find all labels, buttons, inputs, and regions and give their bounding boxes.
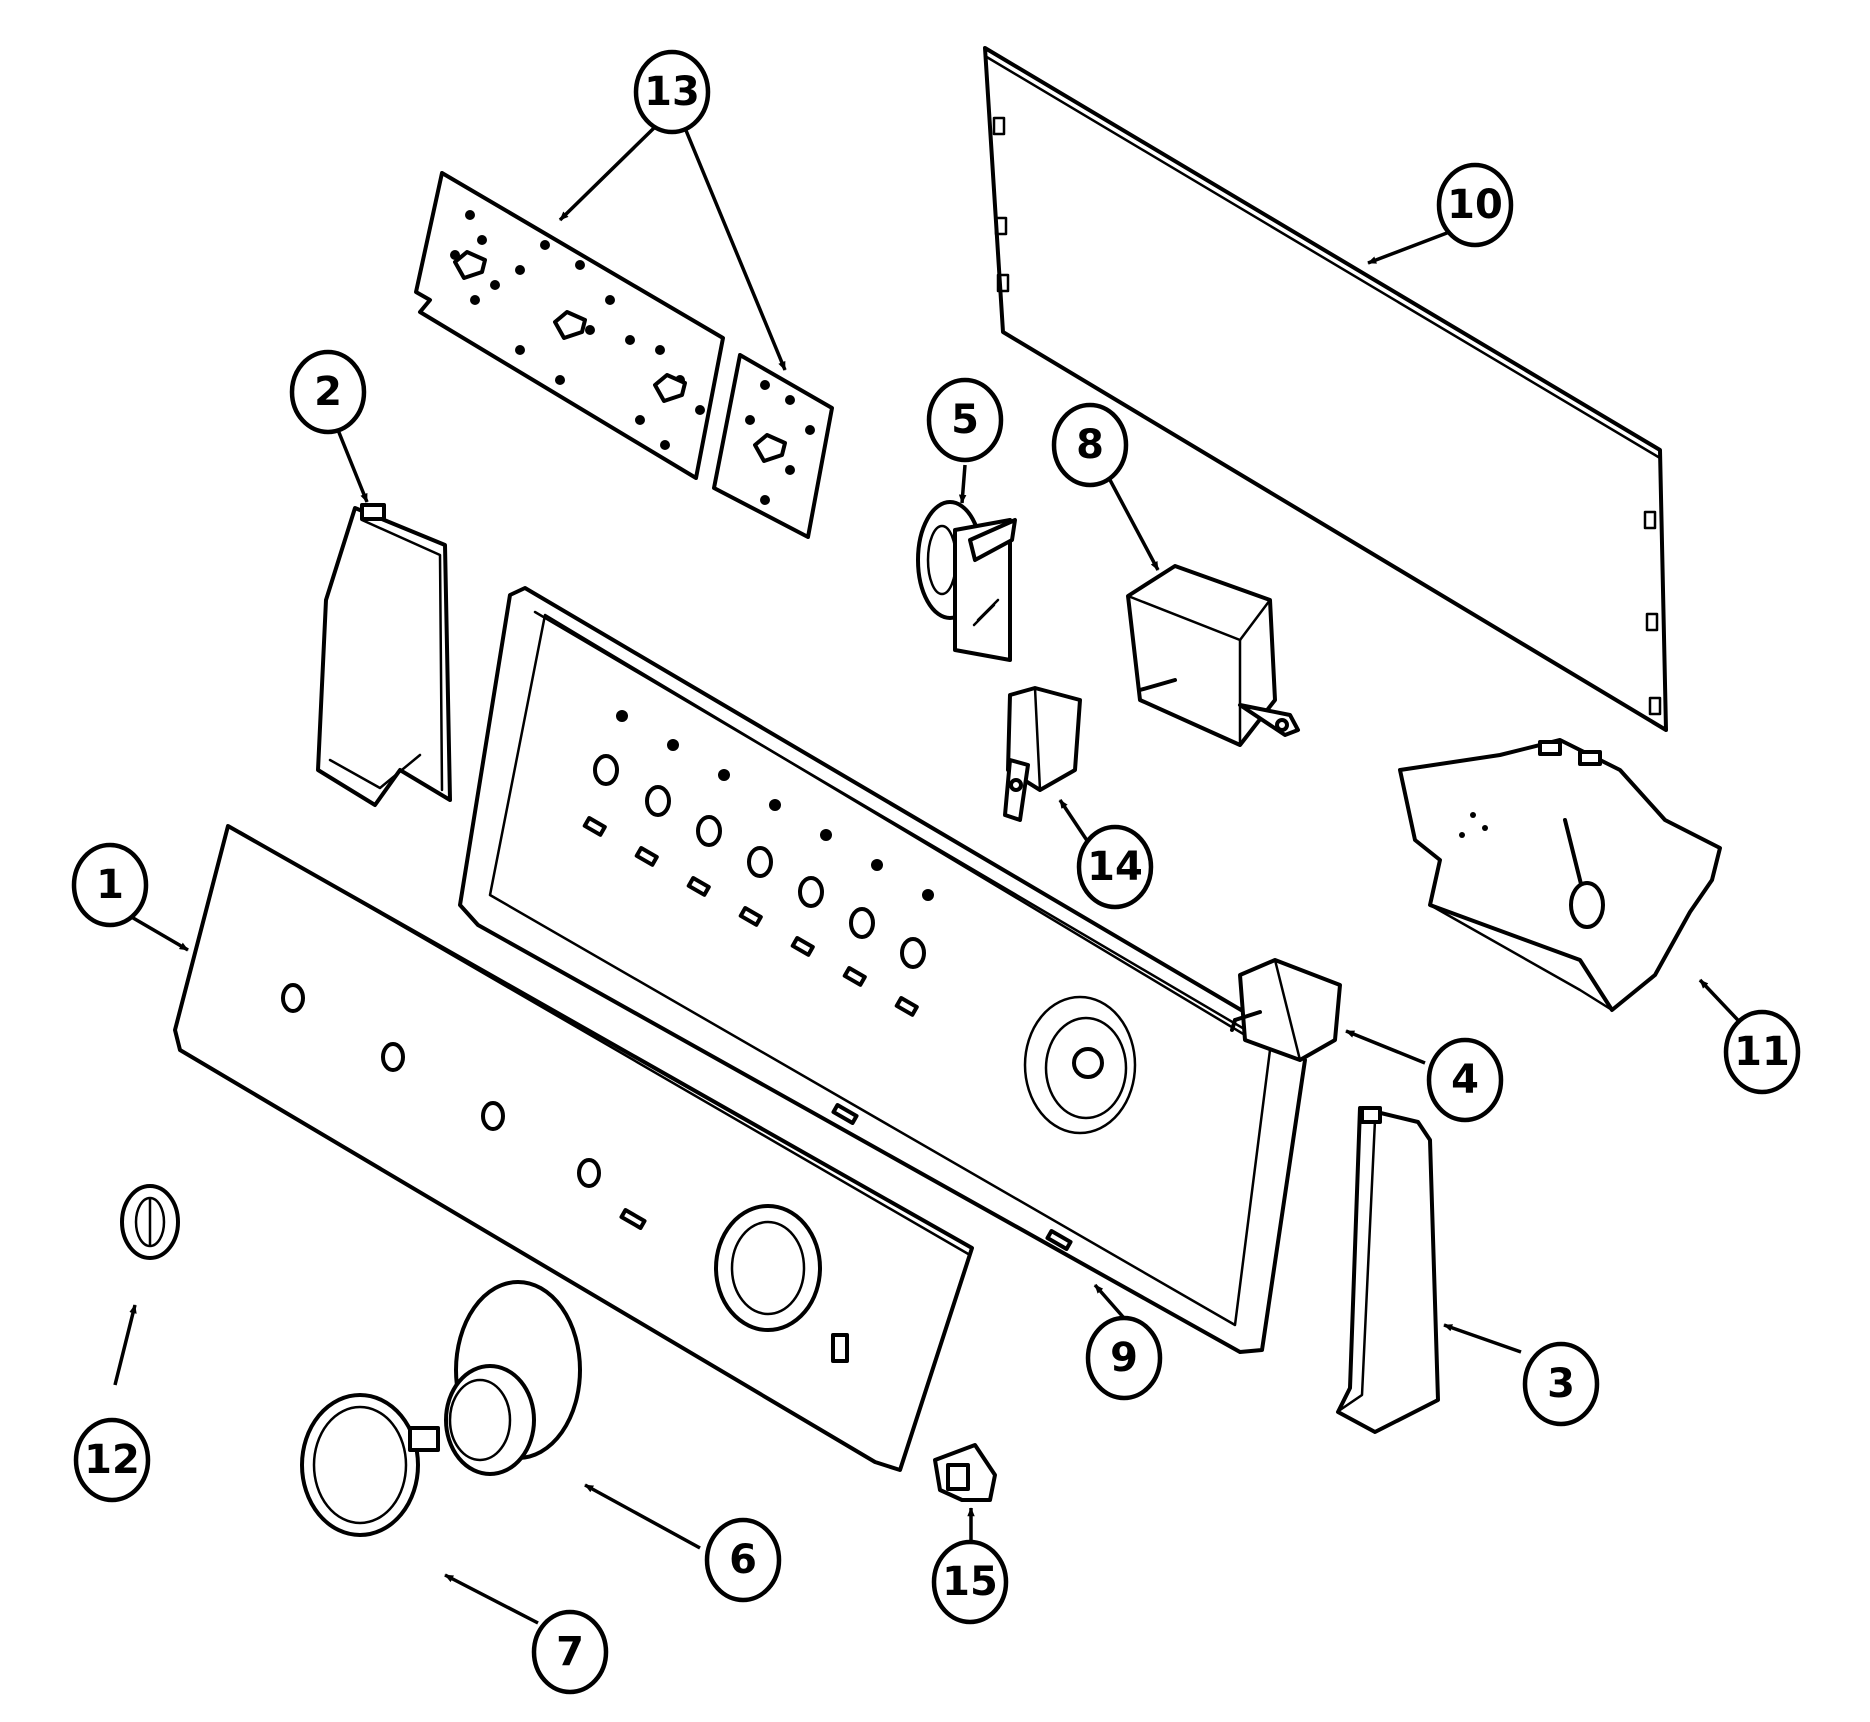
part-timer [1398, 738, 1722, 1012]
callout-3-label: 3 [1547, 1361, 1575, 1407]
callout-13: 13 [633, 49, 711, 135]
callout-7-label: 7 [556, 1629, 584, 1675]
part-selector-switch [1126, 564, 1300, 747]
part-timer-knob [300, 1393, 440, 1537]
part-pressure-switch [916, 500, 1017, 662]
callout-5: 5 [926, 377, 1004, 463]
callout-14: 14 [1076, 824, 1154, 910]
callout-1-label: 1 [96, 862, 124, 908]
callout-9: 9 [1085, 1315, 1163, 1401]
callout-5-label: 5 [951, 397, 979, 443]
callout-13-label: 13 [644, 69, 700, 115]
callout-2-label: 2 [314, 369, 342, 415]
callout-15: 15 [931, 1539, 1009, 1625]
part-rotary-switch [1230, 958, 1342, 1062]
callout-11: 11 [1723, 1009, 1801, 1095]
callout-4-label: 4 [1451, 1057, 1479, 1103]
callout-6-label: 6 [729, 1537, 757, 1583]
part-rocker-switch [933, 1443, 997, 1502]
callout-4: 4 [1426, 1037, 1504, 1123]
part-knob-skirt [444, 1280, 582, 1476]
callout-11-label: 11 [1734, 1029, 1790, 1075]
part-rear-panel [983, 46, 1668, 732]
callout-10-label: 10 [1447, 182, 1503, 228]
part-knob-cap [120, 1184, 180, 1260]
callout-12-label: 12 [84, 1437, 140, 1483]
callout-15-label: 15 [942, 1559, 998, 1605]
callout-12: 12 [73, 1417, 151, 1503]
callout-7: 7 [531, 1609, 609, 1695]
callout-9-label: 9 [1110, 1335, 1138, 1381]
callout-14-label: 14 [1087, 844, 1143, 890]
callout-3: 3 [1522, 1341, 1600, 1427]
part-door-switch [1003, 686, 1082, 822]
callout-2: 2 [289, 349, 367, 435]
part-control-panel [173, 824, 1073, 1472]
callout-1: 1 [71, 842, 149, 928]
part-circuit-boards [414, 171, 834, 539]
callout-8: 8 [1051, 402, 1129, 488]
callout-10: 10 [1436, 162, 1514, 248]
part-right-end-cap [1336, 1106, 1440, 1434]
part-left-end-cap [316, 503, 452, 807]
callout-6: 6 [704, 1517, 782, 1603]
callout-8-label: 8 [1076, 422, 1104, 468]
